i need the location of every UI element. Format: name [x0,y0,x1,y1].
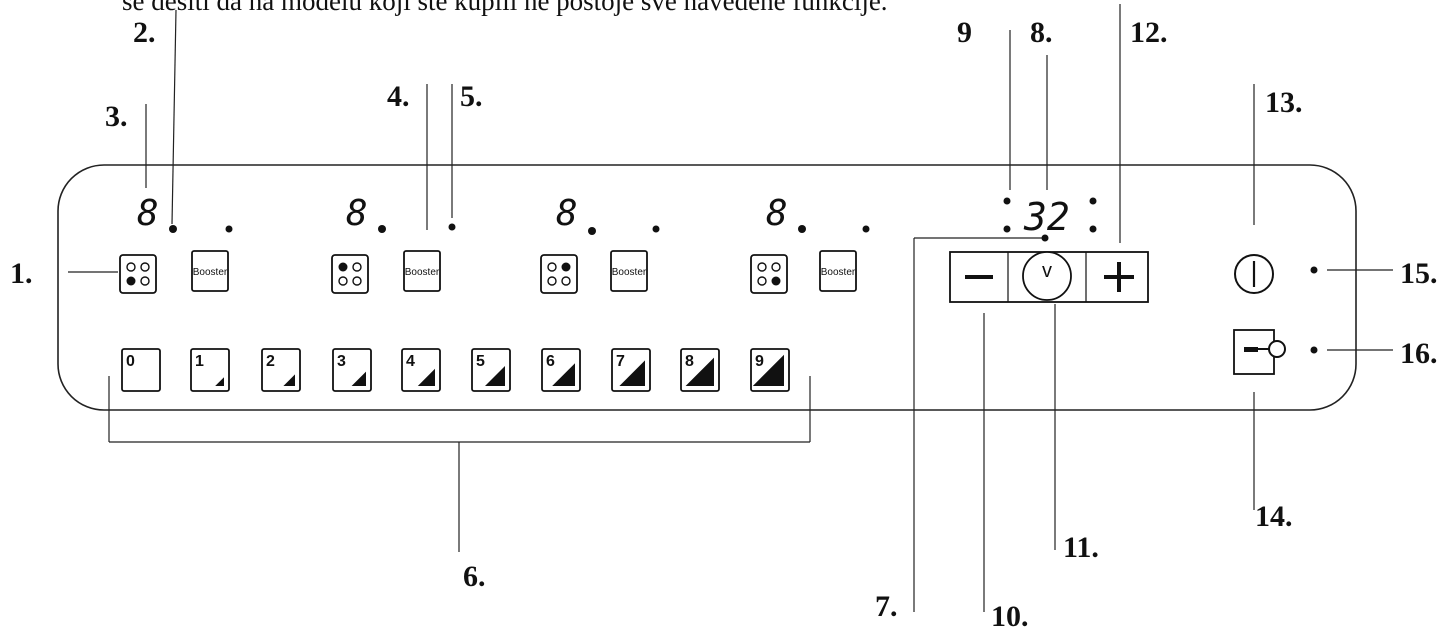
timer-clock-button[interactable]: v [1022,251,1072,301]
booster-button-4[interactable]: Booster [819,250,857,292]
power-level-label: 7 [616,353,625,370]
timer-dot [1003,225,1011,233]
zone-4-indicator-dot [862,225,870,233]
callout-12: 12. [1130,16,1168,49]
clock-hand-glyph: v [1042,260,1052,282]
zone-select-button-4[interactable] [750,254,788,294]
power-level-key-5[interactable]: 5 [471,348,511,392]
zone-3-display: 8 [556,193,578,234]
zone-3-indicator-dot [652,225,660,233]
power-level-wedge [485,366,505,386]
timer-dot [1003,197,1011,205]
zone-select-button-1[interactable] [119,254,157,294]
control-panel [57,164,1357,411]
booster-label: Booster [612,267,647,278]
power-level-wedge [552,363,575,386]
power-level-wedge [619,360,645,386]
key-lock-button[interactable] [1233,329,1286,375]
callout-5: 5. [460,80,483,113]
power-level-wedge [417,368,435,386]
power-level-key-4[interactable]: 4 [401,348,441,392]
power-indicator-dot [1310,266,1318,274]
power-level-key-1[interactable]: 1 [190,348,230,392]
booster-button-3[interactable]: Booster [610,250,648,292]
power-level-keys: 0 1 2 3 4 5 6 7 8 9 [121,348,790,392]
power-level-key-8[interactable]: 8 [680,348,720,392]
timer-plus-button[interactable] [1088,254,1146,300]
zone-1-indicator-dot [225,225,233,233]
plus-icon [1104,262,1134,292]
power-level-label: 6 [546,353,555,370]
timer-minus-button[interactable] [952,254,1006,300]
zone-select-icon [547,262,571,286]
power-level-key-6[interactable]: 6 [541,348,581,392]
power-level-label: 3 [337,353,346,370]
zone-4-display: 8 [766,193,788,234]
callout-13: 13. [1265,86,1303,119]
zone-2-indicator-dot [448,223,456,231]
zone-select-button-2[interactable] [331,254,369,294]
callout-15: 15. [1400,257,1438,290]
callout-9: 9 [957,16,972,49]
timer-display: 32 [1003,195,1097,242]
zone-3-decimal-dot [588,227,596,235]
callout-7: 7. [875,590,898,623]
clock-icon [1022,251,1072,301]
zone-1-display: 8 [137,193,159,234]
power-level-wedge [685,357,714,386]
zone-1-decimal-dot [169,225,177,233]
callout-3: 3. [105,100,128,133]
booster-button-2[interactable]: Booster [403,250,441,292]
zone-select-icon [126,262,150,286]
zone-select-icon [757,262,781,286]
power-level-key-3[interactable]: 3 [332,348,372,392]
power-button[interactable] [1234,254,1274,294]
booster-label: Booster [405,267,440,278]
timer-decimal-dot [1041,234,1049,242]
key-lock-icon [1244,340,1286,358]
timer-digits: 32 [1023,195,1070,239]
timer-dot [1089,197,1097,205]
callout-8: 8. [1030,16,1053,49]
zone-4-decimal-dot [798,225,806,233]
booster-button-1[interactable]: Booster [191,250,229,292]
leader-lines [68,4,1393,612]
power-level-key-0[interactable]: 0 [121,348,161,392]
power-level-label: 4 [406,353,415,370]
zone-select-icon [338,262,362,286]
key-lock-indicator-dot [1310,346,1318,354]
power-level-label: 8 [685,353,694,370]
callout-10: 10. [991,600,1029,629]
callout-2: 2. [133,16,156,49]
callout-4: 4. [387,80,410,113]
zone-2-decimal-dot [378,225,386,233]
booster-label: Booster [821,267,856,278]
power-level-wedge [752,354,784,386]
power-level-wedge [283,374,295,386]
power-level-key-7[interactable]: 7 [611,348,651,392]
power-level-key-9[interactable]: 9 [750,348,790,392]
callout-14: 14. [1255,500,1293,533]
power-level-label: 0 [126,353,135,370]
minus-icon [965,275,993,279]
power-level-wedge [351,371,366,386]
power-level-label: 9 [755,353,764,370]
timer-dot [1089,225,1097,233]
booster-label: Booster [193,267,228,278]
callout-16: 16. [1400,337,1438,370]
power-level-label: 1 [195,353,204,370]
power-level-label: 2 [266,353,275,370]
callout-1: 1. [10,257,33,290]
power-level-wedge [215,377,224,386]
zone-select-button-3[interactable] [540,254,578,294]
caption-text: se desiti da na modelu koji ste kupili n… [122,0,888,16]
power-level-label: 5 [476,353,485,370]
zone-2-display: 8 [346,193,368,234]
power-level-key-2[interactable]: 2 [261,348,301,392]
callout-6: 6. [463,560,486,593]
timer-control: v [949,251,1149,303]
callout-11: 11. [1063,531,1099,564]
